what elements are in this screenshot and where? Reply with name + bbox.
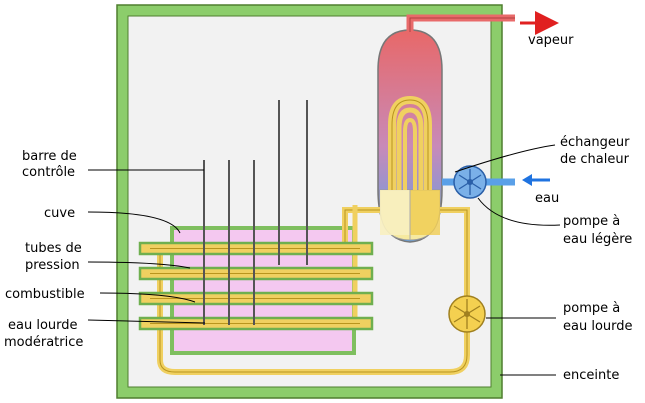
steam-generator bbox=[377, 14, 515, 243]
label-eau: eau bbox=[535, 191, 559, 206]
label-tubes-1: tubes de bbox=[25, 241, 82, 256]
label-barre-1: barre de bbox=[22, 149, 77, 164]
label-combustible: combustible bbox=[5, 287, 85, 302]
heavy-water-loop bbox=[157, 205, 470, 375]
heavy-water-pump bbox=[448, 295, 486, 333]
label-tubes-2: pression bbox=[25, 258, 80, 273]
label-echangeur-2: de chaleur bbox=[560, 152, 630, 167]
leader-lines bbox=[87, 144, 561, 376]
label-pompe-legere-2: eau légère bbox=[563, 232, 632, 247]
water-arrow bbox=[522, 174, 550, 186]
label-eau-lourde-2: modératrice bbox=[4, 335, 83, 350]
label-vapeur: vapeur bbox=[528, 33, 574, 48]
label-eau-lourde-1: eau lourde bbox=[8, 318, 78, 333]
label-pompe-legere-1: pompe à bbox=[563, 214, 620, 229]
label-enceinte: enceinte bbox=[563, 368, 619, 383]
label-barre-2: contrôle bbox=[22, 165, 75, 180]
label-pompe-lourde-1: pompe à bbox=[563, 301, 620, 316]
label-pompe-lourde-2: eau lourde bbox=[563, 319, 633, 334]
label-cuve: cuve bbox=[44, 206, 75, 221]
light-water-pump bbox=[453, 165, 487, 199]
control-rods bbox=[203, 100, 308, 325]
label-echangeur-1: échangeur bbox=[560, 135, 630, 150]
